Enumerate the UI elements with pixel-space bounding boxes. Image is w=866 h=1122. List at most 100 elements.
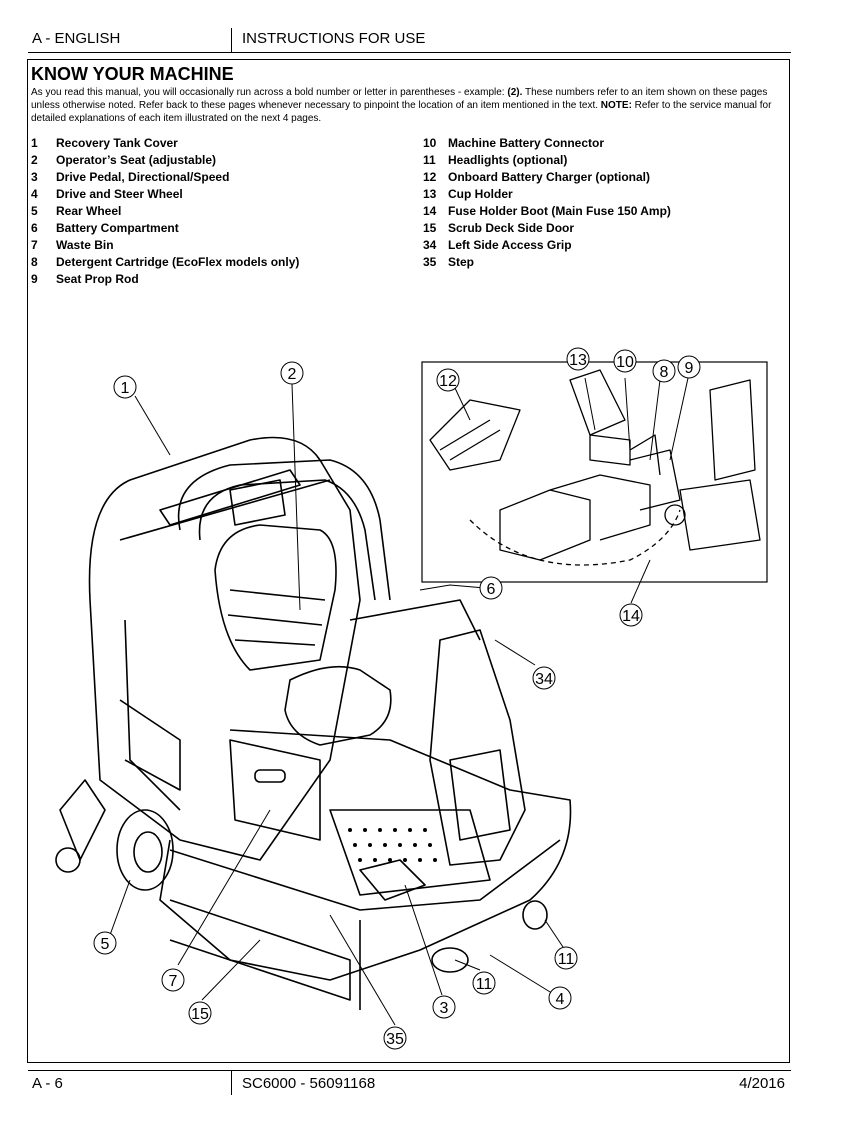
callout-leaders [109,377,689,1026]
callout-15: 15 [188,1001,212,1025]
list-item: 11 Headlights (optional) [423,152,671,169]
item-label: Rear Wheel [56,204,122,218]
item-label: Drive Pedal, Directional/Speed [56,170,230,184]
callout-6: 6 [479,576,503,600]
callout-label: 11 [558,951,575,968]
callout-label: 8 [660,364,669,381]
item-number: 6 [31,221,38,235]
item-number: 12 [423,170,437,184]
parts-list-right: 10 Machine Battery Connector 11 Headlights… [423,135,671,271]
callout-2: 2 [280,361,304,385]
callout-label: 7 [169,973,178,990]
callout-label: 2 [288,366,297,383]
item-number: 14 [423,204,437,218]
item-number: 35 [423,255,437,269]
inset-battery-view [421,361,768,583]
intro-example: (2). [507,87,523,98]
item-number: 10 [423,136,437,150]
item-number: 7 [31,238,38,252]
callout-label: 11 [476,976,493,993]
item-label: Fuse Holder Boot (Main Fuse 150 Amp) [448,204,671,218]
item-number: 9 [31,272,38,286]
header-divider [231,28,232,52]
item-label: Onboard Battery Charger (optional) [448,170,651,184]
callout-label: 12 [439,373,457,390]
list-item: 7 Waste Bin [31,237,299,254]
intro-text-3: Refer to the service manual for detailed… [31,100,772,124]
item-label: Machine Battery Connector [448,136,605,150]
callout-label: 13 [569,352,587,369]
list-item: 14 Fuse Holder Boot (Main Fuse 150 Amp) [423,203,671,220]
item-label: Headlights (optional) [448,153,568,167]
item-number: 3 [31,170,38,184]
list-item: 8 Detergent Cartridge (EcoFlex models onl… [31,254,299,271]
machine-drawing [55,436,572,1010]
item-label: Cup Holder [448,187,513,201]
item-label: Detergent Cartridge (EcoFlex models only… [56,255,300,269]
item-number: 8 [31,255,38,269]
item-label: Seat Prop Rod [56,272,139,286]
callout-label: 3 [440,1000,449,1017]
item-label: Drive and Steer Wheel [56,187,183,201]
callout-label: 15 [191,1006,209,1023]
page-footer: A - 6 SC6000 - 56091168 4/2016 [28,1070,791,1095]
callout-34: 34 [532,666,556,690]
header-section: INSTRUCTIONS FOR USE [242,30,426,47]
item-label: Step [448,255,475,269]
callout-label: 14 [622,608,640,625]
item-label: Operator’s Seat (adjustable) [56,153,217,167]
list-item: 5 Rear Wheel [31,203,299,220]
list-item: 10 Machine Battery Connector [423,135,671,152]
list-item: 2 Operator’s Seat (adjustable) [31,152,299,169]
item-number: 5 [31,204,38,218]
callout-label: 35 [386,1031,404,1048]
content-frame [27,59,790,1063]
item-label: Scrub Deck Side Door [448,221,575,235]
callout-13: 13 [566,347,590,371]
item-label: Waste Bin [56,238,114,252]
page-title: KNOW YOUR MACHINE [31,64,234,84]
callout-35: 35 [383,1026,407,1050]
header-language: A - ENGLISH [32,30,121,47]
callout-5: 5 [93,931,117,955]
callout-label: 34 [535,671,553,688]
item-number: 11 [423,153,436,167]
item-number: 13 [423,187,437,201]
list-item: 9 Seat Prop Rod [31,271,299,288]
callout-11a: 11 [554,946,578,970]
callout-11b: 11 [472,971,496,995]
item-number: 15 [423,221,437,235]
callout-label: 6 [487,581,496,598]
callout-7: 7 [161,968,185,992]
callout-14: 14 [619,603,643,627]
callout-1: 1 [113,375,137,399]
item-number: 2 [31,153,38,167]
intro-text-1: As you read this manual, you will occasi… [31,87,508,98]
callout-label: 10 [616,354,634,371]
item-label: Left Side Access Grip [448,238,572,252]
callout-label: 9 [685,360,694,377]
callout-12: 12 [436,368,460,392]
list-item: 34 Left Side Access Grip [423,237,671,254]
callout-label: 4 [556,991,565,1008]
intro-paragraph: As you read this manual, you will occasi… [31,86,781,125]
callout-markers: 1 2 3 4 5 6 7 8 9 10 11 11 12 13 14 15 3… [93,347,701,1050]
page-header: A - ENGLISH INSTRUCTIONS FOR USE [28,28,791,53]
machine-illustration: 1 2 3 4 5 6 7 8 9 10 11 11 12 13 14 15 3… [55,347,768,1050]
callout-10: 10 [613,349,637,373]
item-number: 34 [423,238,437,252]
footer-date: 4/2016 [739,1075,785,1092]
list-item: 15 Scrub Deck Side Door [423,220,671,237]
callout-label: 5 [101,936,110,953]
footer-divider [231,1071,232,1095]
list-item: 3 Drive Pedal, Directional/Speed [31,169,299,186]
list-item: 35 Step [423,254,671,271]
list-item: 12 Onboard Battery Charger (optional) [423,169,671,186]
footer-model: SC6000 - 56091168 [242,1075,376,1092]
intro-note-label: NOTE: [600,100,632,111]
callout-9: 9 [677,355,701,379]
